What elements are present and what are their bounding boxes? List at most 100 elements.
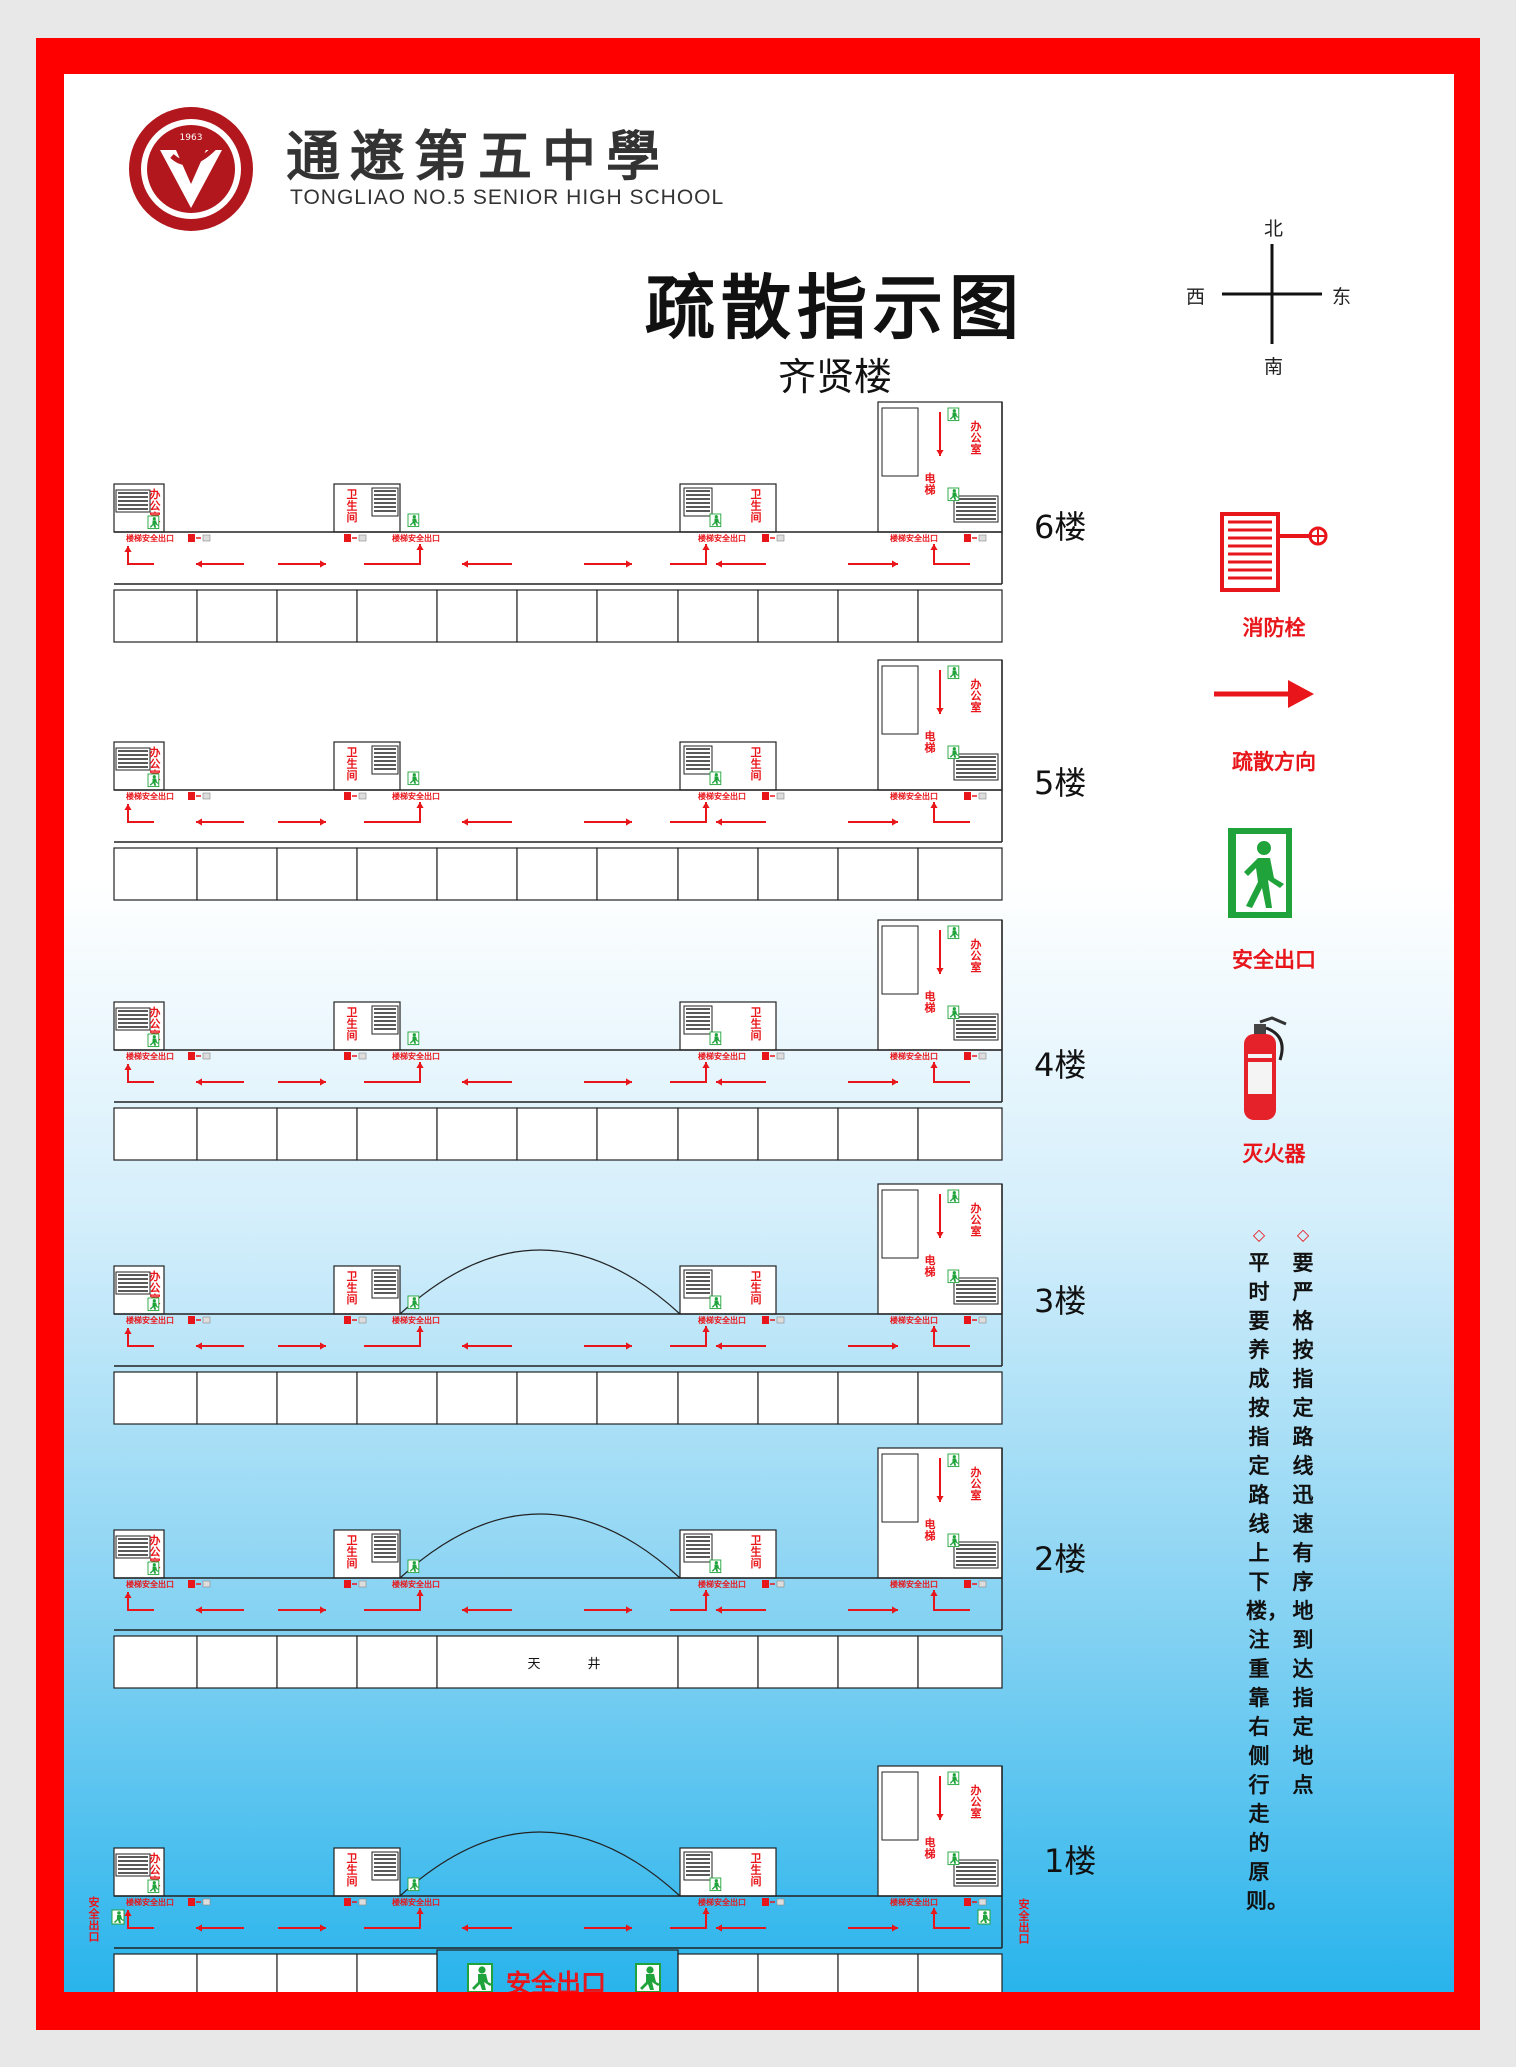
elevator-shaft bbox=[881, 1771, 919, 1841]
hydrant-1 bbox=[188, 1580, 211, 1588]
arrow-5-head bbox=[716, 1924, 722, 1932]
classroom-4 bbox=[356, 1371, 438, 1425]
right-mid-stair bbox=[683, 1533, 713, 1563]
classroom-3 bbox=[276, 847, 358, 901]
hydrant-3 bbox=[762, 1898, 785, 1906]
hydrant-2 bbox=[344, 534, 367, 542]
exit-sign-3 bbox=[709, 1031, 722, 1046]
east-stair bbox=[953, 495, 999, 523]
west-side-exit-sign bbox=[111, 1909, 125, 1925]
stair-exit-label-3: 楼梯安全出口 bbox=[698, 533, 746, 543]
classroom-7 bbox=[837, 1953, 919, 1992]
classroom-1 bbox=[113, 847, 198, 901]
arrow-5-head bbox=[716, 1342, 722, 1350]
floor-plan-6: 办公室卫生间卫生间电梯办公室楼梯安全出口楼梯安全出口楼梯安全出口楼梯安全出口 bbox=[113, 401, 1003, 643]
floor-label-3: 3楼 bbox=[1034, 1282, 1087, 1320]
classroom-5 bbox=[436, 1371, 518, 1425]
east-office-label: 办公室 bbox=[971, 1465, 982, 1502]
arrow-west-up-head bbox=[124, 1910, 132, 1916]
rule-1: ◇ 要严格按指定路线迅速有序地到达指定地点 bbox=[1290, 1220, 1316, 1800]
classroom-4 bbox=[356, 847, 438, 901]
classroom-3 bbox=[276, 589, 358, 643]
arrow-2-head bbox=[320, 1342, 326, 1350]
stair-exit-label-4: 楼梯安全出口 bbox=[890, 533, 938, 543]
floor-plan-1: 办公室卫生间卫生间电梯办公室安全出口安全出口安全出口楼梯安全出口楼梯安全出口楼梯… bbox=[88, 1765, 1031, 1992]
stair-exit-label-1: 楼梯安全出口 bbox=[126, 533, 174, 543]
hydrant-1 bbox=[188, 792, 211, 800]
classroom-3 bbox=[276, 1635, 358, 1689]
arrow-6-head bbox=[892, 1606, 898, 1614]
arrow-6-head bbox=[892, 1924, 898, 1932]
arrow-west-up-head bbox=[124, 804, 132, 810]
classroom-11 bbox=[917, 1107, 1003, 1161]
exit-sign-1 bbox=[147, 773, 160, 788]
classroom-2 bbox=[196, 1953, 278, 1992]
left-mid-stair bbox=[371, 1851, 399, 1881]
stair-exit-label-2: 楼梯安全出口 bbox=[392, 1315, 440, 1325]
east-stair bbox=[953, 1013, 999, 1041]
classroom-6 bbox=[516, 1107, 598, 1161]
arrow-4-head bbox=[626, 560, 632, 568]
stair-exit-label-4: 楼梯安全出口 bbox=[890, 1579, 938, 1589]
arrow-path-mid-right bbox=[670, 1066, 707, 1083]
right-restroom-label: 卫生间 bbox=[751, 488, 762, 524]
stair-exit-label-4: 楼梯安全出口 bbox=[890, 1897, 938, 1907]
elevator-label: 电梯 bbox=[925, 1835, 936, 1861]
arrow-1-head bbox=[196, 1342, 202, 1350]
arrow-path-west bbox=[127, 1594, 154, 1611]
classroom-8 bbox=[677, 1371, 759, 1425]
left-stair bbox=[115, 747, 151, 771]
exit-sign-3 bbox=[709, 1559, 722, 1574]
arrow-6-head bbox=[892, 1078, 898, 1086]
right-restroom-label: 卫生间 bbox=[751, 1534, 762, 1570]
arrow-mid-right-up-head bbox=[702, 1590, 710, 1596]
east-exit-sign-top bbox=[947, 1189, 960, 1204]
classroom-3 bbox=[276, 1107, 358, 1161]
stair-exit-label-3: 楼梯安全出口 bbox=[698, 791, 746, 801]
arrow-mid-right-up-head bbox=[702, 802, 710, 808]
arrow-west-up-head bbox=[124, 1328, 132, 1334]
elevator-label: 电梯 bbox=[925, 989, 936, 1015]
east-down-arrow-head bbox=[936, 1814, 944, 1820]
classroom-4 bbox=[356, 1635, 438, 1689]
east-exit-sign-top bbox=[947, 407, 960, 422]
classroom-10 bbox=[837, 847, 919, 901]
classroom-1 bbox=[113, 1953, 198, 1992]
rule-2: ◇ 平时要养成按指定路线上下楼，注重靠右侧行走的原则。 bbox=[1246, 1220, 1288, 1916]
classroom-6 bbox=[516, 847, 598, 901]
school-name-cn: 通遼第五中學 bbox=[286, 124, 670, 188]
exit-sign-2 bbox=[407, 771, 420, 786]
floor-plan-5: 办公室卫生间卫生间电梯办公室楼梯安全出口楼梯安全出口楼梯安全出口楼梯安全出口 bbox=[113, 659, 1003, 901]
poster-board: 1963 通遼第五中學 TONGLIAO NO.5 SENIOR HIGH SC… bbox=[64, 74, 1454, 1992]
hydrant-3 bbox=[762, 792, 785, 800]
hydrant-2 bbox=[344, 1898, 367, 1906]
stair-exit-label-3: 楼梯安全出口 bbox=[698, 1579, 746, 1589]
exit-sign-3 bbox=[709, 513, 722, 528]
stair-exit-label-2: 楼梯安全出口 bbox=[392, 1051, 440, 1061]
arrow-4-head bbox=[626, 1606, 632, 1614]
arrow-path-mid-right bbox=[670, 806, 707, 823]
left-restroom-label: 卫生间 bbox=[347, 1852, 358, 1888]
arrow-5-head bbox=[716, 818, 722, 826]
exit-sign-1 bbox=[147, 1033, 160, 1048]
floor-plan-3: 办公室卫生间卫生间电梯办公室楼梯安全出口楼梯安全出口楼梯安全出口楼梯安全出口 bbox=[113, 1183, 1003, 1425]
atrium-arch bbox=[399, 1831, 681, 1897]
stair-exit-label-4: 楼梯安全出口 bbox=[890, 791, 938, 801]
right-mid-stair bbox=[683, 745, 713, 775]
right-restroom-label: 卫生间 bbox=[751, 746, 762, 782]
stair-exit-label-2: 楼梯安全出口 bbox=[392, 1579, 440, 1589]
floor-label-2: 2楼 bbox=[1034, 1540, 1087, 1578]
evacuation-arrow-icon bbox=[1214, 680, 1314, 708]
floor-label-1: 1楼 bbox=[1044, 1842, 1097, 1880]
arrow-4-head bbox=[626, 818, 632, 826]
hydrant-4 bbox=[964, 1898, 987, 1906]
arrow-path-mid-left bbox=[364, 548, 421, 565]
elevator-label: 电梯 bbox=[925, 1517, 936, 1543]
left-mid-stair bbox=[371, 487, 399, 517]
hydrant-1 bbox=[188, 1052, 211, 1060]
left-restroom-label: 卫生间 bbox=[347, 1270, 358, 1306]
hydrant-4 bbox=[964, 1052, 987, 1060]
compass-west: 西 bbox=[1186, 286, 1206, 308]
classroom-1 bbox=[113, 1635, 198, 1689]
exit-sign-2 bbox=[407, 1559, 420, 1574]
